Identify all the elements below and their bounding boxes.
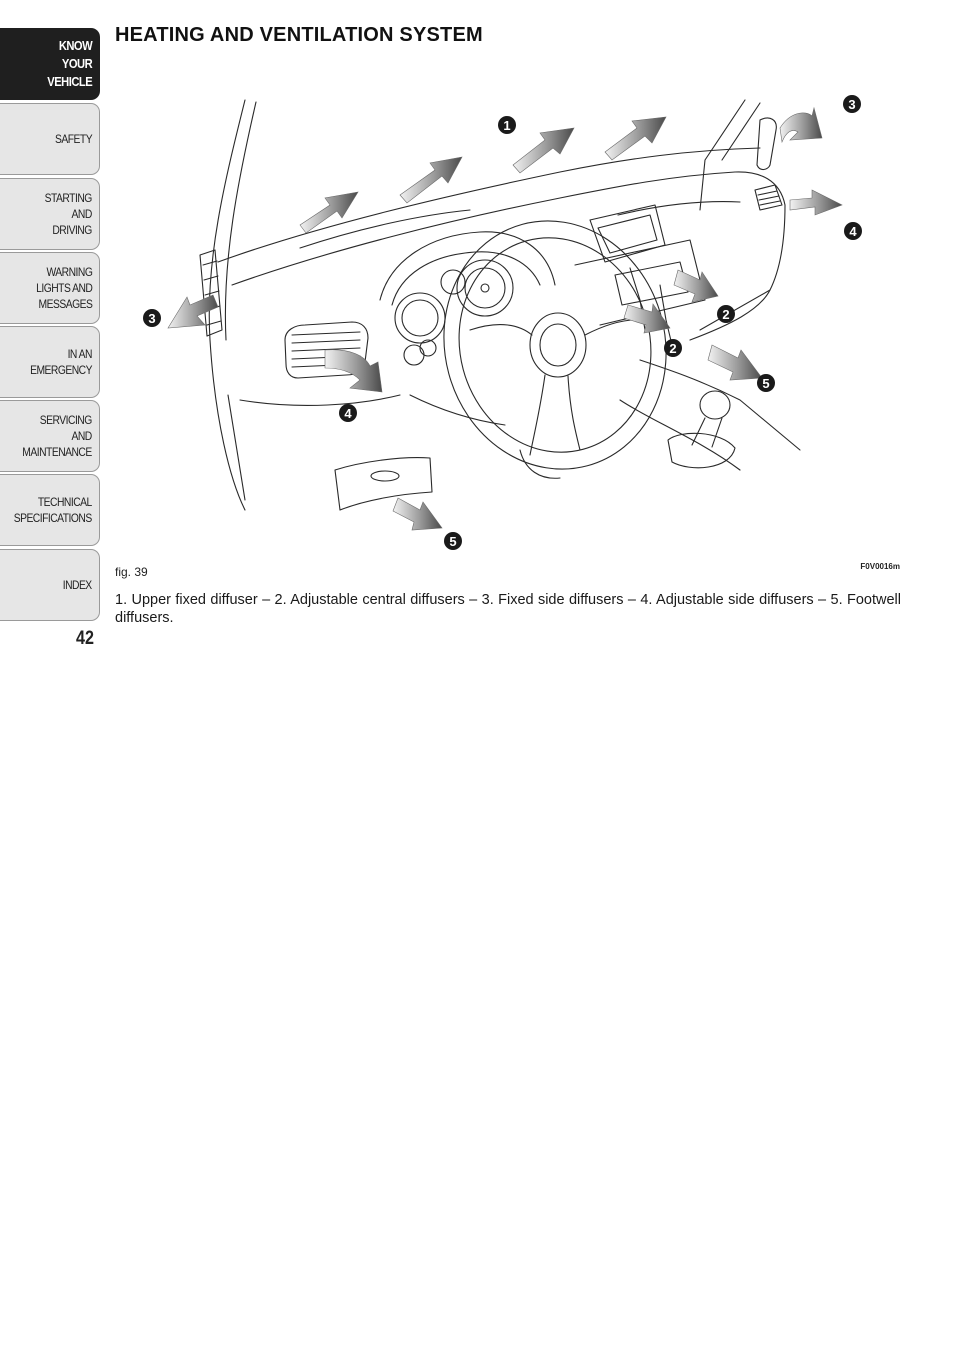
callout-3-left: 3 — [143, 309, 161, 327]
tab-label: IN AN EMERGENCY — [30, 347, 92, 377]
tab-label: STARTING AND DRIVING — [44, 191, 93, 237]
callout-1: 1 — [498, 116, 516, 134]
figure-label: fig. 39 — [115, 565, 148, 579]
callout-2-upper: 2 — [717, 305, 735, 323]
callout-5-left: 5 — [444, 532, 462, 550]
callout-2-lower: 2 — [664, 339, 682, 357]
svg-text:2: 2 — [669, 341, 676, 356]
tab-label: SERVICING AND MAINTENANCE — [22, 413, 93, 459]
callout-5-right: 5 — [757, 374, 775, 392]
svg-text:5: 5 — [762, 376, 769, 391]
svg-text:3: 3 — [148, 311, 155, 326]
callout-3-right: 3 — [843, 95, 861, 113]
dashboard-illustration: 1 3 4 2 2 5 3 4 5 — [140, 88, 900, 558]
figure-caption: 1. Upper fixed diffuser – 2. Adjustable … — [115, 592, 901, 626]
tab-technical-specifications[interactable]: TECHNICAL SPECIFICATIONS — [0, 474, 100, 546]
tab-servicing-and-maintenance[interactable]: SERVICING AND MAINTENANCE — [0, 400, 100, 472]
tab-safety[interactable]: SAFETY — [0, 103, 100, 175]
callout-4-left: 4 — [339, 404, 357, 422]
svg-text:5: 5 — [449, 534, 456, 549]
tab-label: SAFETY — [54, 132, 93, 146]
callout-4-right: 4 — [844, 222, 862, 240]
svg-text:2: 2 — [722, 307, 729, 322]
page-number: 42 — [76, 628, 94, 649]
tab-starting-and-driving[interactable]: STARTING AND DRIVING — [0, 178, 100, 250]
svg-text:4: 4 — [849, 224, 857, 239]
tab-index[interactable]: INDEX — [0, 549, 100, 621]
svg-text:3: 3 — [848, 97, 855, 112]
callout-markers: 1 3 4 2 2 5 3 4 5 — [143, 95, 862, 550]
tab-warning-lights-and-messages[interactable]: WARNING LIGHTS AND MESSAGES — [0, 252, 100, 324]
tab-label: TECHNICAL SPECIFICATIONS — [13, 495, 93, 525]
tab-in-an-emergency[interactable]: IN AN EMERGENCY — [0, 326, 100, 398]
page-title: HEATING AND VENTILATION SYSTEM — [115, 24, 483, 46]
svg-text:1: 1 — [503, 118, 510, 133]
tab-label: KNOW YOUR VEHICLE — [47, 38, 92, 89]
tab-label: INDEX — [63, 578, 92, 592]
tab-know-your-vehicle[interactable]: KNOW YOUR VEHICLE — [0, 28, 100, 100]
tab-label: WARNING LIGHTS AND MESSAGES — [35, 265, 93, 311]
svg-text:4: 4 — [344, 406, 352, 421]
figure-code: F0V0016m — [860, 562, 900, 571]
